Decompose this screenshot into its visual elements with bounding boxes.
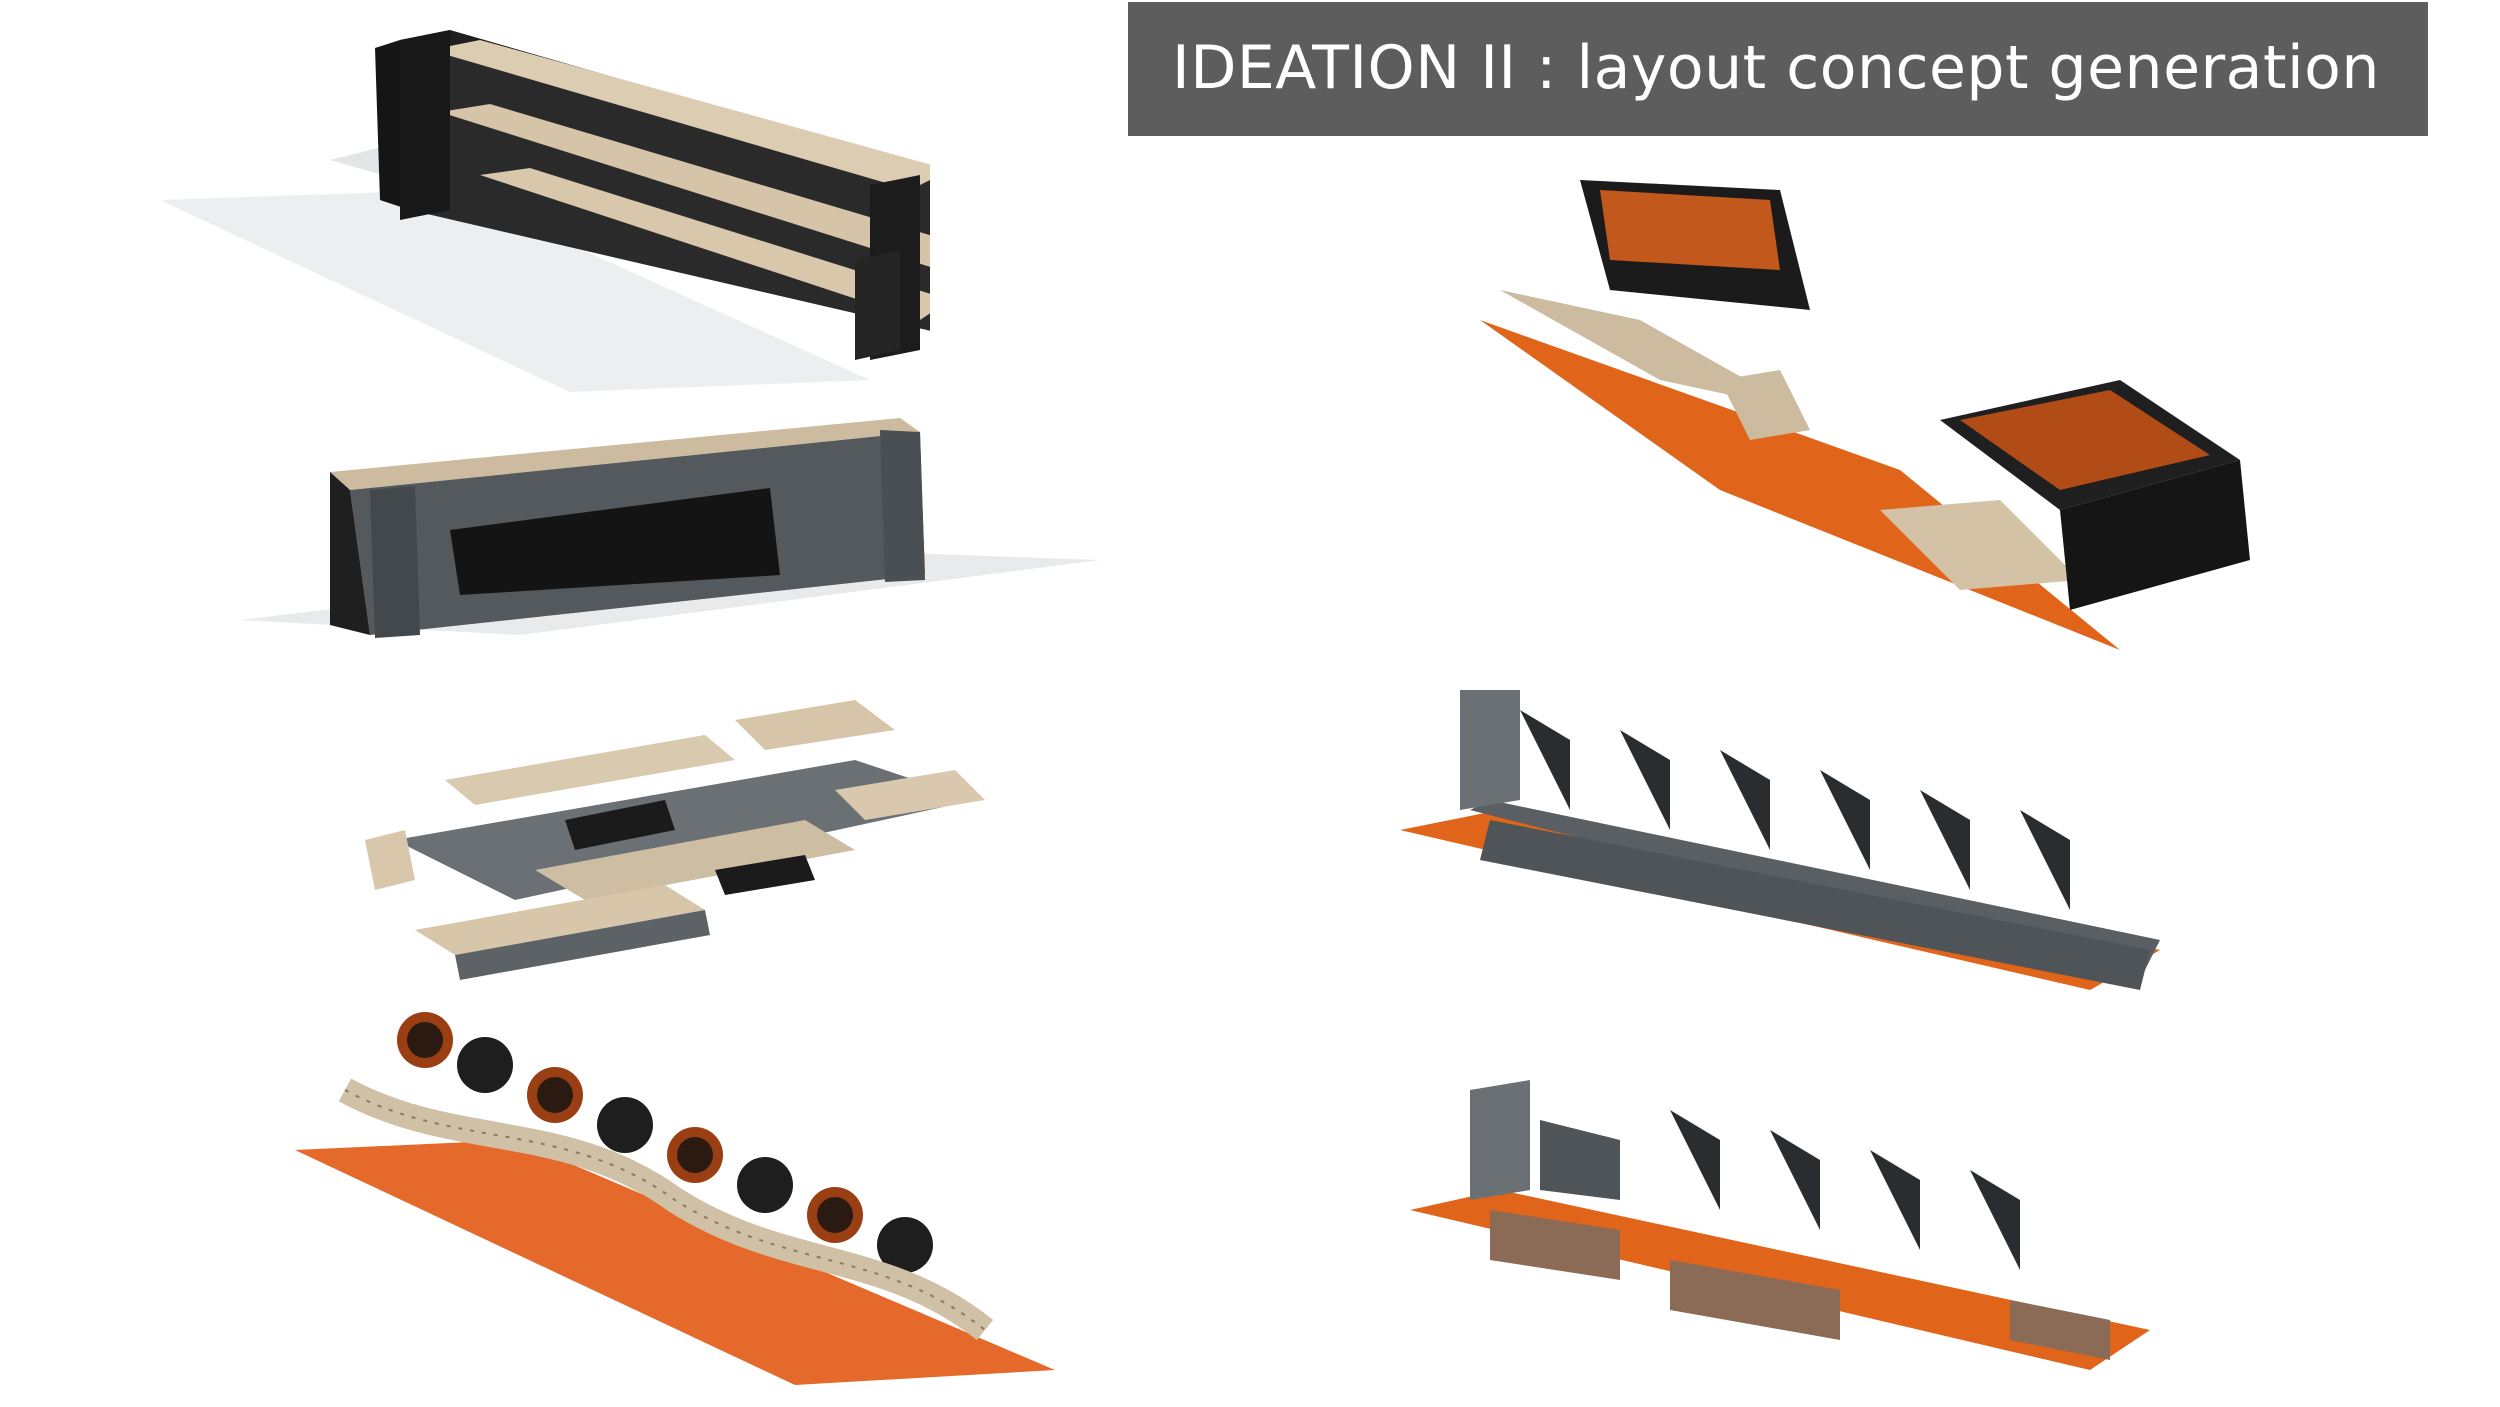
- wave-planter-render: [295, 1012, 1055, 1385]
- title-banner: IDEATION II : layout concept generation: [1128, 2, 2428, 136]
- page-title: IDEATION II : layout concept generation: [1172, 33, 2380, 103]
- tiered-bench-render: [160, 30, 930, 392]
- tunnel-bench-render: [240, 418, 1100, 638]
- triangle-fin-seating-render: [1410, 1080, 2150, 1370]
- triangle-fin-render: [1400, 690, 2160, 990]
- modular-grid-render: [365, 700, 985, 980]
- corten-planter-render: [1480, 180, 2250, 650]
